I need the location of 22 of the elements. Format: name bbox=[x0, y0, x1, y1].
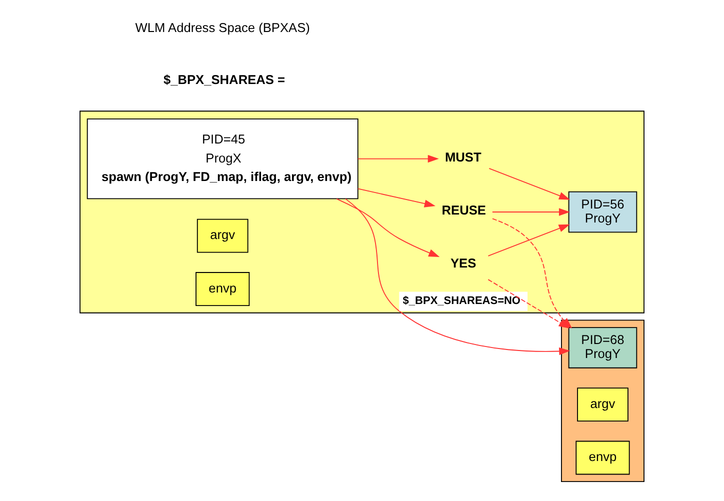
label: $_BPX_SHAREAS = bbox=[163, 72, 286, 88]
node-text: REUSE bbox=[442, 202, 486, 218]
arrow bbox=[345, 198, 570, 356]
arrow bbox=[358, 188, 436, 208]
node-box: envp bbox=[576, 440, 630, 475]
arrow bbox=[488, 279, 570, 328]
node-box: PID=68 ProgY bbox=[568, 327, 638, 368]
arrow bbox=[488, 168, 570, 200]
arrow bbox=[358, 154, 439, 163]
node-box: argv bbox=[196, 218, 248, 253]
node-box: PID=56 ProgY bbox=[568, 191, 638, 233]
edge-label: $_BPX_SHAREAS=NO bbox=[402, 294, 520, 307]
cluster bbox=[561, 320, 644, 482]
node-text: MUST bbox=[444, 149, 482, 164]
arrow bbox=[336, 198, 440, 258]
arrow bbox=[492, 208, 570, 216]
node-text: YES bbox=[450, 256, 476, 271]
node-box: PID=45 ProgX spawn (ProgY, FD_map, iflag, argv, envp) bbox=[86, 118, 358, 200]
arrow bbox=[488, 224, 570, 256]
label: WLM Address Space (BPXAS) bbox=[135, 20, 310, 35]
node-box: argv bbox=[577, 388, 628, 422]
node-box: envp bbox=[196, 272, 250, 306]
